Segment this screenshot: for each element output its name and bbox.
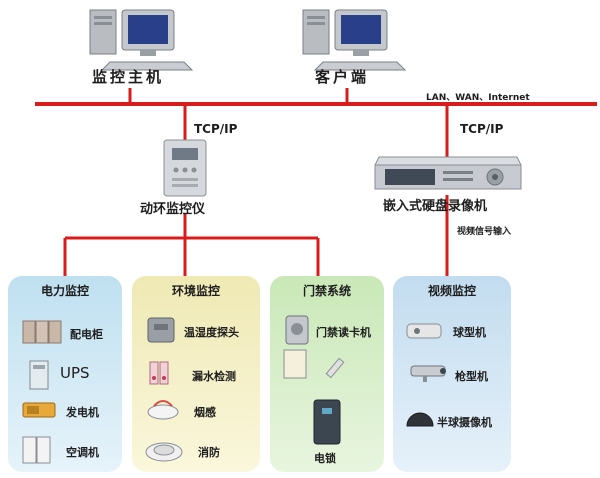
environment-panel-title: 环境监控 — [171, 284, 220, 298]
power-item-label: UPS — [60, 364, 90, 382]
temp-humidity-sensor-icon — [147, 317, 175, 343]
client-label: 客户端 — [315, 68, 370, 86]
environment-item-label: 消防 — [198, 446, 220, 459]
card-reader-icon — [285, 315, 309, 345]
client-computer-icon — [302, 9, 407, 71]
access-item-label: 电锁 — [314, 452, 336, 465]
environment-item-label: 温湿度探头 — [184, 326, 239, 339]
monitor-host-label: 监控主机 — [92, 68, 165, 86]
power-item-label: 发电机 — [66, 406, 99, 419]
video-surveillance-panel: 视频监控 球型机 枪型机 半球摄像机 — [393, 276, 511, 472]
generator-icon — [22, 402, 56, 418]
dome-camera-icon — [406, 412, 434, 427]
power-item-label: 空调机 — [66, 446, 99, 459]
exit-button-icon — [283, 349, 345, 379]
ups-icon — [29, 360, 49, 390]
power-item-label: 配电柜 — [70, 328, 103, 341]
tcpip-left-label: TCP/IP — [194, 122, 238, 136]
environment-item-label: 烟感 — [194, 406, 216, 419]
controller-device-icon — [163, 139, 207, 197]
network-label: LAN、WAN、Internet — [426, 93, 530, 103]
access-control-panel: 门禁系统 门禁读卡机 电锁 — [270, 276, 384, 472]
power-monitoring-panel: 电力监控 配电柜 UPS 发电机 空调机 — [8, 276, 122, 472]
video-item-label: 半球摄像机 — [437, 416, 492, 429]
speed-dome-camera-icon — [406, 323, 442, 339]
electric-lock-icon — [313, 399, 341, 445]
distribution-cabinet-icon — [22, 320, 62, 344]
dvr-label: 嵌入式硬盘录像机 — [383, 199, 488, 214]
air-conditioner-icon — [22, 436, 51, 464]
access-panel-title: 门禁系统 — [302, 284, 351, 298]
monitor-host-computer-icon — [89, 9, 194, 71]
water-leak-sensor-icon — [149, 361, 169, 385]
fire-detector-icon — [145, 442, 183, 462]
power-panel-title: 电力监控 — [40, 284, 89, 298]
environment-item-label: 漏水检测 — [192, 370, 236, 383]
video-item-label: 球型机 — [453, 326, 486, 339]
bullet-camera-icon — [410, 365, 446, 382]
video-input-label: 视频信号输入 — [457, 227, 512, 237]
tcpip-right-label: TCP/IP — [460, 122, 504, 136]
access-item-label: 门禁读卡机 — [316, 326, 371, 339]
video-panel-title: 视频监控 — [427, 284, 476, 298]
smoke-detector-icon — [147, 400, 179, 420]
dvr-device-icon — [374, 156, 522, 190]
controller-label: 动环监控仪 — [140, 202, 206, 217]
video-item-label: 枪型机 — [455, 370, 488, 383]
environment-monitoring-panel: 环境监控 温湿度探头 漏水检测 烟感 消防 — [132, 276, 260, 472]
